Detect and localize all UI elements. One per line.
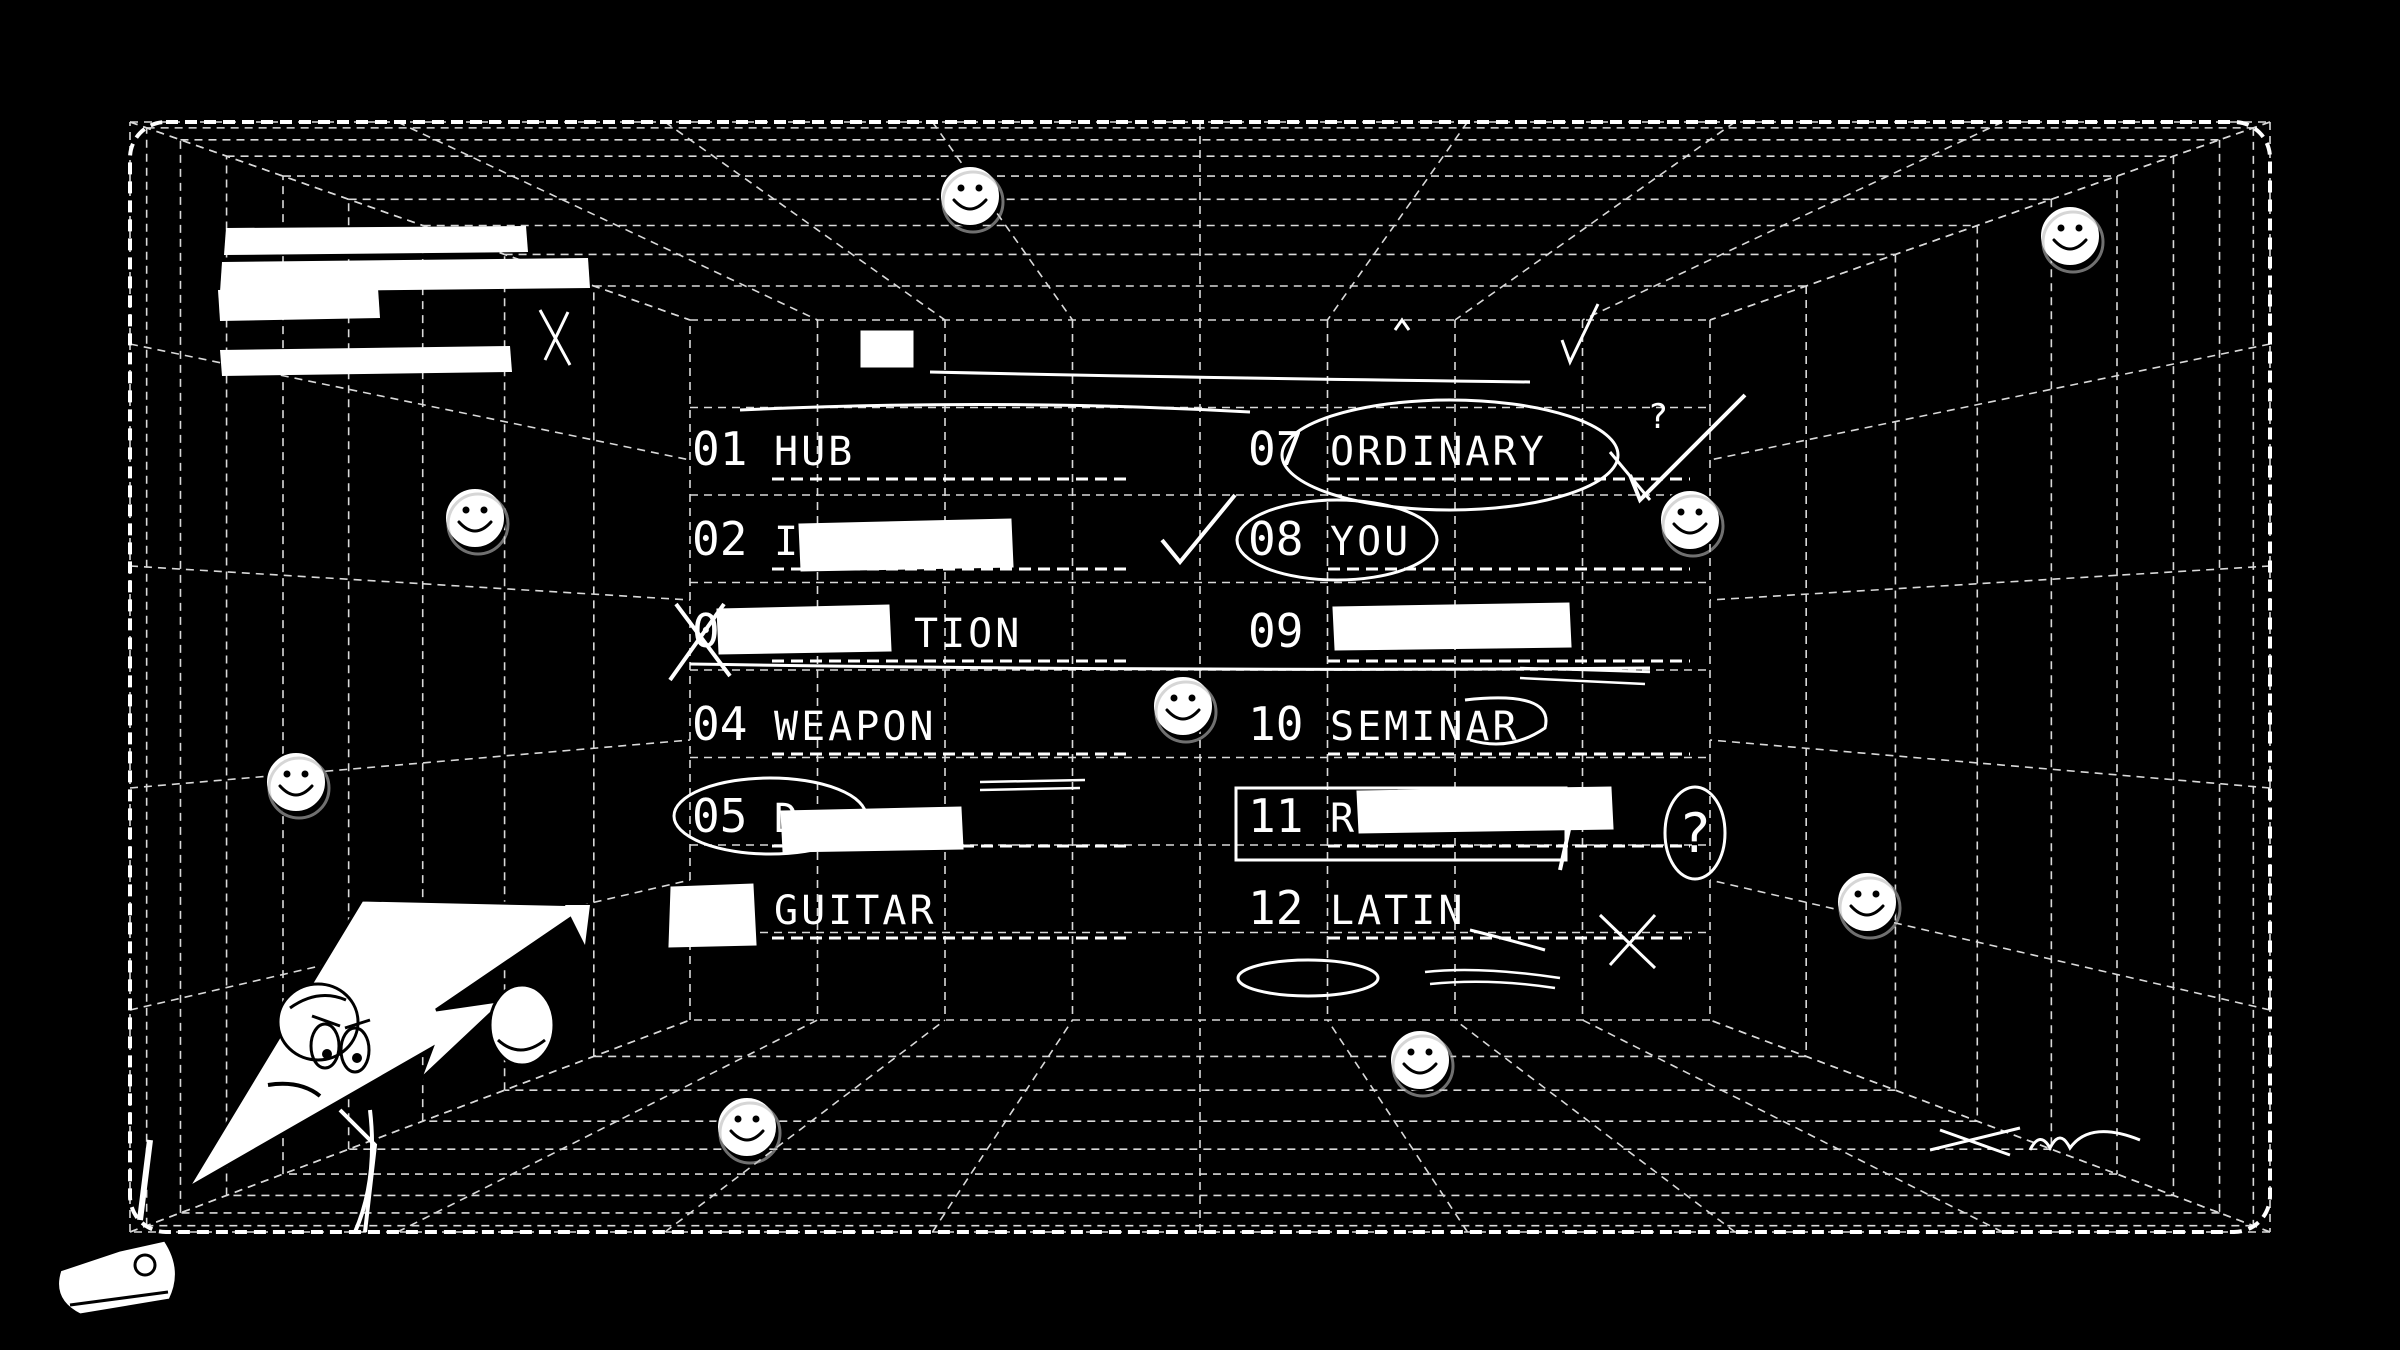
outer-frame [128, 120, 2272, 1234]
menu-item-label: YOU [1330, 519, 1411, 565]
menu-item-01[interactable]: 01 HUB [692, 422, 1130, 481]
small-question-label: ? [1648, 397, 1668, 437]
smiley-face-icon [938, 164, 1005, 234]
menu-left-column: 01HUB02IN03TION04WEAPON05D06GUITAR [692, 422, 1130, 940]
checkmark-icon [1560, 303, 1600, 366]
signature-scribble-icon [1929, 1126, 2141, 1157]
menu-item-label: TION [914, 611, 1022, 657]
smiley-face-icon [1151, 674, 1218, 744]
menu-item-number: 09 [1248, 604, 1303, 658]
header-scribbles [739, 303, 1600, 414]
menu-item-number: 12 [1248, 881, 1303, 935]
menu-item-09[interactable]: 09 [1248, 604, 1690, 663]
menu-item-07[interactable]: 07 ORDINARY [1248, 422, 1690, 481]
smiley-face-icon [1835, 870, 1902, 940]
menu-item-number: 05 [692, 789, 747, 843]
smiley-face-icon [443, 486, 510, 556]
perspective-grid [129, 121, 2271, 1233]
smiley-face-icon [264, 750, 331, 820]
smiley-face-icon [715, 1095, 782, 1165]
menu-item-04[interactable]: 04 WEAPON [692, 697, 1130, 756]
checkmark-icon [1628, 393, 1747, 504]
menu-item-08[interactable]: 08 YOU [1248, 512, 1690, 571]
menu-item-label: WEAPON [774, 704, 937, 750]
menu-item-number: 11 [1248, 789, 1303, 843]
menu-item-label: ORDINARY [1330, 429, 1547, 475]
question-mark-label: ? [1679, 802, 1712, 865]
checkmark-icon [1160, 493, 1237, 566]
menu-item-label: R [1330, 796, 1357, 842]
menu-item-12[interactable]: 12 LATIN [1248, 881, 1690, 940]
menu-item-number: 10 [1248, 697, 1303, 751]
smiley-face-icon [1658, 488, 1725, 558]
menu-item-number: 07 [1248, 422, 1303, 476]
lightning-bolt-mascot-icon [56, 898, 595, 1317]
menu-item-label: HUB [774, 429, 855, 475]
menu-item-number: 02 [692, 512, 747, 566]
menu-item-number: 04 [692, 697, 747, 751]
row-annotations [668, 393, 2141, 1157]
smiley-face-icon [2038, 204, 2105, 274]
menu-item-11[interactable]: 11 R [1248, 789, 1690, 848]
menu-item-label: GUITAR [774, 888, 937, 934]
menu-item-label: LATIN [1330, 888, 1465, 934]
menu-item-number: 08 [1248, 512, 1303, 566]
menu-item-number: 01 [692, 422, 747, 476]
title-redaction [218, 226, 590, 376]
question-circle [1663, 785, 1727, 881]
smiley-face-icon [1388, 1028, 1455, 1098]
x-mark-icon [1598, 913, 1657, 970]
x-mark-icon [538, 309, 572, 366]
